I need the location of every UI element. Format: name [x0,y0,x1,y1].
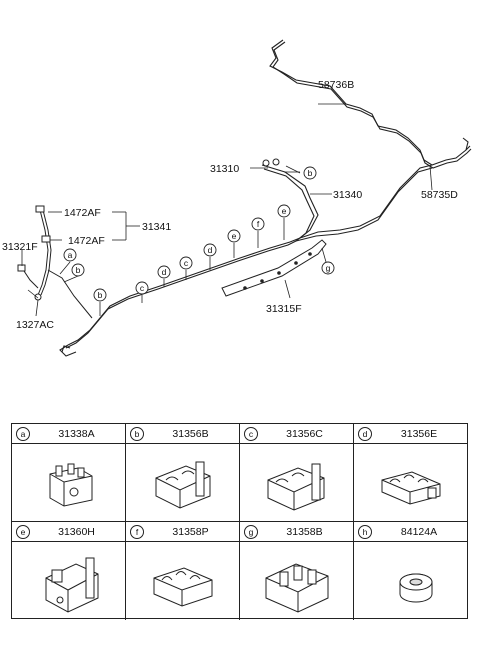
parts-table: a 31338A b 31356B c [11,423,468,620]
part-number: 31338A [58,428,95,440]
marker-c-1: c [135,281,149,295]
callout-1472af-upper: 1472AF [64,207,101,219]
svg-text:d: d [162,267,167,277]
svg-text:c: c [184,258,189,268]
parts-cell-g: g 31358B [240,522,354,620]
parts-cell-header: c 31356C [240,424,353,444]
callout-31321f: 31321F [2,241,38,253]
parts-cell-f: f 31358P [126,522,240,620]
marker-b-front: b [71,263,85,277]
parts-letter: a [16,427,30,441]
part-number: 31356C [286,428,323,440]
svg-text:f: f [257,219,260,229]
part-callouts: 58736B 31310 31340 58735D 1472AF 31341 1… [2,79,458,331]
marker-g: g [321,261,335,275]
parts-cell-header: f 31358P [126,522,239,542]
clip-31356c-icon [267,463,325,511]
svg-text:e: e [282,206,287,216]
callout-1327ac: 1327AC [16,319,54,331]
parts-letter: b [130,427,144,441]
parts-cell-a: a 31338A [12,424,126,522]
marker-e-2: e [277,204,291,218]
marker-d-1: d [157,265,171,279]
parts-cell-header: a 31338A [12,424,125,444]
parts-cell-b: b 31356B [126,424,240,522]
part-number: 31356E [400,428,438,440]
clip-31356e-icon [381,471,441,505]
parts-letter: e [16,525,30,539]
svg-text:b: b [76,265,81,275]
part-number: 31358B [286,526,323,538]
fuel-line-diagram: 58736B 31310 31340 58735D 1472AF 31341 1… [2,39,472,357]
part-number: 84124A [400,526,438,538]
svg-text:g: g [326,263,331,273]
clip-markers: a b b c d c d e f e g b [63,166,335,302]
leader-lines [21,103,433,317]
marker-f: f [251,217,265,231]
part-number: 31360H [58,526,95,538]
clip-31338a-icon [49,463,93,507]
part-number: 31358P [172,526,209,538]
parts-letter: h [358,525,372,539]
clip-31358p-icon [153,567,213,607]
marker-e-1: e [227,229,241,243]
front-hose-assembly [17,158,280,319]
marker-b-top: b [303,166,317,180]
callout-1472af-lower: 1472AF [68,235,105,247]
parts-cell-header: g 31358B [240,522,353,542]
callout-31315f: 31315F [266,303,302,315]
marker-d-2: d [203,243,217,257]
parts-cell-d: d 31356E [354,424,468,522]
marker-c-2: c [179,256,193,270]
marker-b-mid: b [93,288,107,302]
parts-cell-header: b 31356B [126,424,239,444]
parts-letter: d [358,427,372,441]
callout-58736b: 58736B [318,79,354,91]
svg-text:c: c [140,283,145,293]
svg-text:d: d [208,245,213,255]
part-number: 31356B [172,428,209,440]
clip-31356b-icon [155,461,211,509]
bracket-31315f [221,239,327,297]
svg-text:e: e [232,231,237,241]
parts-letter: c [244,427,258,441]
clip-31358b-icon [265,563,329,613]
parts-cell-c: c 31356C [240,424,354,522]
callout-58735d: 58735D [421,189,458,201]
parts-cell-h: h 84124A [354,522,468,620]
grommet-84124a-icon [399,573,433,603]
parts-cell-header: d 31356E [354,424,468,444]
callout-31340: 31340 [333,189,362,201]
main-tube-assembly [59,164,433,357]
svg-text:b: b [308,168,313,178]
parts-cell-e: e 31360H [12,522,126,620]
marker-a: a [63,248,77,262]
callout-31310: 31310 [210,163,239,175]
parts-letter: f [130,525,144,539]
callout-31341: 31341 [142,221,171,233]
clip-31360h-icon [45,557,99,613]
upper-tube-assembly [269,39,472,169]
parts-letter: g [244,525,258,539]
svg-text:a: a [68,250,73,260]
svg-text:b: b [98,290,103,300]
parts-cell-header: h 84124A [354,522,468,542]
parts-cell-header: e 31360H [12,522,125,542]
